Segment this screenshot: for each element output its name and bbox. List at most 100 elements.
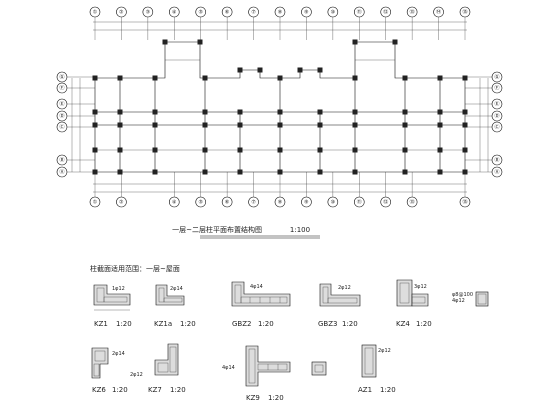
grid-bubble-left-6: Ⓑ	[56, 154, 68, 166]
plan-column-52	[437, 169, 443, 175]
section-gbz2-scale: 1:20	[258, 320, 274, 328]
section-gbz3-label: GBZ3	[318, 320, 337, 328]
plan-column-10	[92, 109, 98, 115]
grid-bubble-top-13: ⑬	[406, 6, 418, 18]
section-az1-label: AZ1	[358, 386, 372, 394]
section-az1-scale: 1:20	[380, 386, 396, 394]
grid-bubble-top-8-label: ⑧	[278, 9, 283, 15]
plan-column-26	[277, 122, 283, 128]
section-kz6-label: KZ6	[92, 386, 106, 394]
grid-bubble-top-3: ③	[142, 6, 154, 18]
grid-bubble-bottom-10: ⑪	[353, 196, 365, 208]
plan-column-50	[352, 169, 358, 175]
section-kz1a: 2φ14 KZ1a 1:20	[154, 284, 196, 328]
plan-column-8	[437, 75, 443, 81]
grid-bubble-right-3-label: Ⓔ	[494, 100, 499, 107]
plan-column-27	[317, 122, 323, 128]
grid-bubble-bottom-5-label: ⑥	[225, 199, 230, 205]
plan-column-16	[317, 109, 323, 115]
plan-column-25	[237, 122, 243, 128]
grid-bubble-top-5-label: ⑤	[198, 9, 202, 15]
plan-column-24	[202, 122, 208, 128]
grid-bubble-right-6-label: Ⓑ	[494, 156, 499, 163]
plan-column-51	[402, 169, 408, 175]
grid-bubble-top-6-label: ⑥	[225, 9, 230, 15]
plan-column-31	[462, 122, 468, 128]
section-kz1: 1φ12 KZ1 1:20	[93, 284, 132, 328]
grid-bubble-left-2-label: Ⓕ	[59, 84, 64, 91]
grid-bubble-top-15: ⑮	[459, 6, 471, 18]
plan-column-28	[352, 122, 358, 128]
section-gbz3-scale: 1:20	[342, 320, 358, 328]
plan-column-20	[462, 109, 468, 115]
plan-column-9	[462, 75, 468, 81]
plan-column-39	[352, 147, 358, 153]
section-az1: 2φ12 AZ1 1:20	[358, 344, 396, 394]
grid-bubble-top-11: ⑪	[353, 6, 365, 18]
plan-column-37	[277, 147, 283, 153]
grid-bubble-bottom-11: ⑫	[380, 196, 392, 208]
grid-bubble-top-13-label: ⑬	[410, 8, 415, 15]
grid-bubble-left-6-label: Ⓑ	[59, 156, 64, 163]
grid-bubble-left-5-label: Ⓒ	[59, 123, 64, 130]
grid-bubble-top-10-label: ⑩	[331, 9, 336, 15]
plan-title-block: 一层~二层柱平面布置结构图 1:100	[172, 225, 320, 239]
grid-bubble-left-2: Ⓕ	[56, 82, 68, 94]
plan-column-57	[392, 39, 398, 45]
plan-column-19	[437, 109, 443, 115]
grid-bubble-left-1-label: Ⓖ	[59, 73, 64, 80]
section-kz6-scale: 1:20	[112, 386, 128, 394]
section-kz7-scale: 1:20	[170, 386, 186, 394]
section-kz9-label: KZ9	[246, 394, 260, 402]
plan-column-42	[462, 147, 468, 153]
plan-column-7	[402, 75, 408, 81]
grid-bubble-top-7-label: ⑦	[251, 9, 256, 15]
plan-grid-lines	[67, 17, 492, 197]
grid-bubble-top-12-label: ⑫	[383, 8, 388, 15]
grid-bubble-left-7-label: Ⓐ	[59, 168, 64, 175]
grid-bubble-bottom-13-label: ⑮	[462, 198, 467, 205]
grid-bubble-top-7: ⑦	[248, 6, 259, 18]
grid-bubble-right-1: Ⓖ	[491, 71, 503, 83]
grid-bubble-bottom-4-label: ⑤	[198, 199, 202, 205]
svg-text:2φ14: 2φ14	[170, 286, 183, 292]
grid-bubble-left-4-label: Ⓓ	[59, 112, 64, 119]
grid-bubble-top-2: ②	[116, 6, 127, 18]
section-kz9: 4φ14 KZ9 1:20	[222, 345, 291, 402]
plan-column-13	[202, 109, 208, 115]
plan-column-11	[117, 109, 123, 115]
grid-bubble-bottom-11-label: ⑫	[383, 198, 388, 205]
plan-column-15	[277, 109, 283, 115]
grid-bubble-top-2-label: ②	[119, 9, 124, 15]
grid-bubble-bottom-13: ⑮	[459, 196, 471, 208]
grid-bubble-top-9-label: ⑨	[304, 9, 308, 15]
svg-text:φ8@100: φ8@100	[452, 292, 473, 298]
grid-bubble-top-14-label: ⑭	[436, 8, 441, 15]
plan-column-38	[317, 147, 323, 153]
plan-column-47	[237, 169, 243, 175]
section-detail-right: φ8@100 4φ12	[452, 291, 489, 307]
grid-bubble-top-4-label: ④	[172, 9, 177, 15]
grid-bubble-left-4: Ⓓ	[56, 110, 68, 122]
svg-text:4φ12: 4φ12	[452, 298, 465, 304]
plan-column-32	[92, 147, 98, 153]
section-gbz2-label: GBZ2	[232, 320, 251, 328]
grid-bubble-bottom-5: ⑥	[221, 196, 233, 208]
plan-column-44	[117, 169, 123, 175]
plan-column-17	[352, 109, 358, 115]
grid-bubble-bottom-3: ④	[168, 196, 180, 208]
plan-column-48	[277, 169, 283, 175]
grid-bubble-right-5: Ⓒ	[491, 121, 503, 133]
section-kz4-label: KZ4	[396, 320, 410, 328]
grid-bubble-top-10: ⑩	[327, 6, 339, 18]
grid-bubble-right-6: Ⓑ	[491, 154, 503, 166]
plan-column-4	[202, 75, 208, 81]
plan-column-12	[152, 109, 158, 115]
svg-text:2φ12: 2φ12	[378, 348, 391, 354]
section-kz1-scale: 1:20	[116, 320, 132, 328]
grid-bubble-bottom-1: ①	[89, 196, 101, 208]
plan-column-1	[92, 75, 98, 81]
grid-bubble-bottom-6-label: ⑦	[251, 199, 256, 205]
plan-column-22	[117, 122, 123, 128]
